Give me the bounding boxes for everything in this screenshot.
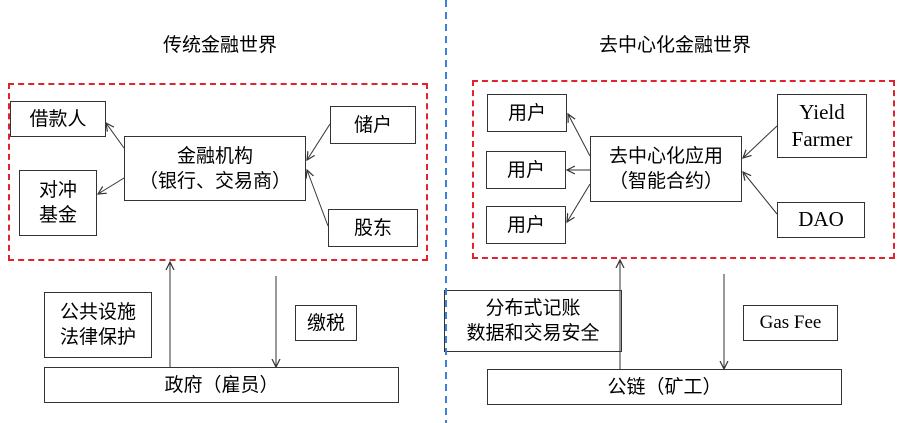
dao-box: DAO [777,202,865,238]
yield-label-2: Farmer [791,127,853,151]
hedge-fund-box: 对冲 基金 [19,170,97,236]
depositor-box: 储户 [330,106,416,144]
arrow-institution-hedge-fund [98,177,125,194]
arrow-dapp-user3 [567,183,591,222]
user-box-1: 用户 [487,94,567,132]
arrow-shareholder-institution [307,170,329,227]
arrow-dao-dapp [743,172,778,215]
borrower-label: 借款人 [29,107,87,130]
ledger-label-2: 数据和交易安全 [466,322,600,344]
hedge-fund-label-1: 对冲 [38,179,77,202]
infrastructure-label-1: 公共设施 [59,301,136,324]
depositor-label: 储户 [353,113,392,136]
right-title: 去中心化金融世界 [598,34,751,56]
user-box-3: 用户 [486,206,566,244]
tax-box: 缴税 [295,305,357,341]
financial-institution-box: 金融机构 （银行、交易商） [124,136,306,201]
left-title: 传统金融世界 [162,34,277,56]
arrow-dapp-user1 [568,114,591,157]
gas-fee-label: Gas Fee [759,311,822,333]
shareholder-label: 股东 [353,216,392,239]
infrastructure-box: 公共设施 法律保护 [44,292,152,358]
yield-label-1: Yield [799,99,845,124]
user-box-2: 用户 [486,151,566,189]
arrow-yield-dapp [743,125,778,158]
institution-label-2: （银行、交易商） [138,169,291,192]
ledger-box: 分布式记账 数据和交易安全 [444,290,622,352]
public-chain-label: 公链（矿工） [607,375,722,398]
user-label-3: 用户 [506,213,545,236]
government-box: 政府（雇员） [44,367,399,403]
government-label: 政府（雇员） [164,373,279,396]
dapp-label-2: （智能合约） [608,170,723,192]
dapp-box: 去中心化应用 （智能合约） [590,136,742,202]
arrow-institution-borrower [106,123,125,149]
ledger-label-1: 分布式记账 [485,297,581,320]
user-label-1: 用户 [507,101,546,124]
tax-label: 缴税 [306,311,345,334]
arrow-depositor-institution [307,123,331,160]
institution-label-1: 金融机构 [176,144,253,167]
yield-farmer-box: Yield Farmer [777,94,867,158]
gas-fee-box: Gas Fee [743,305,838,341]
hedge-fund-label-2: 基金 [38,204,77,226]
defi-region [472,80,895,259]
dapp-label-1: 去中心化应用 [608,145,723,168]
shareholder-box: 股东 [328,209,418,247]
borrower-box: 借款人 [10,101,106,137]
user-label-2: 用户 [506,158,545,181]
public-chain-box: 公链（矿工） [487,369,842,405]
dao-label: DAO [798,207,844,232]
infrastructure-label-2: 法律保护 [59,326,136,348]
traditional-finance-region [8,83,428,261]
